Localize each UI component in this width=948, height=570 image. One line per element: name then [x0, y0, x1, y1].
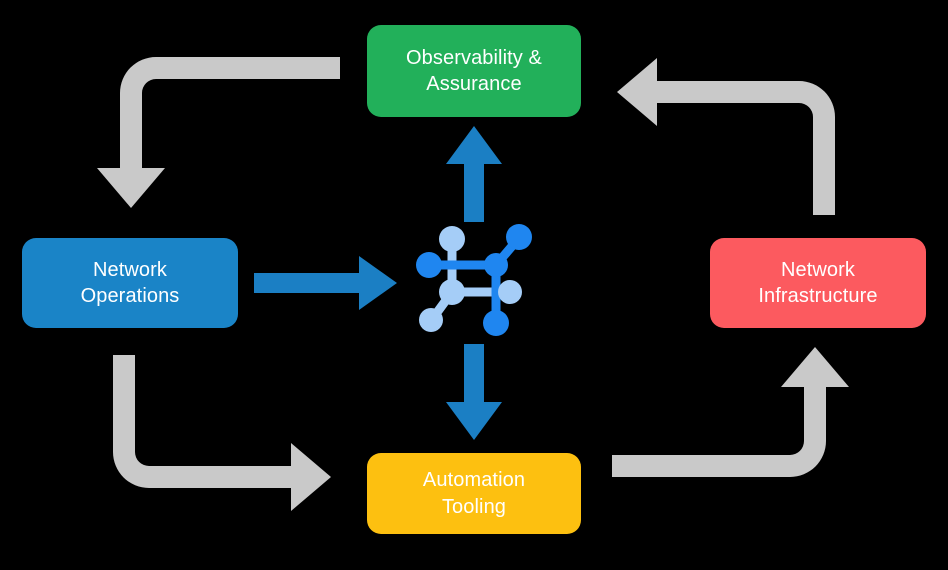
connector-infrastructure-to-observability: [617, 58, 835, 215]
node-network-infrastructure[interactable]: Network Infrastructure: [710, 238, 926, 328]
connector-center-to-automation: [446, 344, 502, 440]
network-topology-icon: [416, 224, 532, 336]
connector-observability-to-operations: [97, 57, 340, 208]
node-operations-label: Network Operations: [80, 258, 180, 307]
connector-center-to-observability: [446, 126, 502, 222]
connector-automation-to-infrastructure: [612, 347, 849, 477]
connector-operations-to-automation: [113, 355, 331, 511]
node-automation-label: Automation Tooling: [422, 469, 526, 518]
node-network-operations[interactable]: Network Operations: [22, 238, 238, 328]
connector-operations-to-center: [254, 256, 397, 310]
node-observability-label: Observability & Assurance: [406, 46, 542, 95]
node-automation-tooling[interactable]: Automation Tooling: [367, 453, 581, 534]
node-observability-assurance[interactable]: Observability & Assurance: [367, 25, 581, 117]
node-infrastructure-label: Network Infrastructure: [758, 258, 878, 307]
